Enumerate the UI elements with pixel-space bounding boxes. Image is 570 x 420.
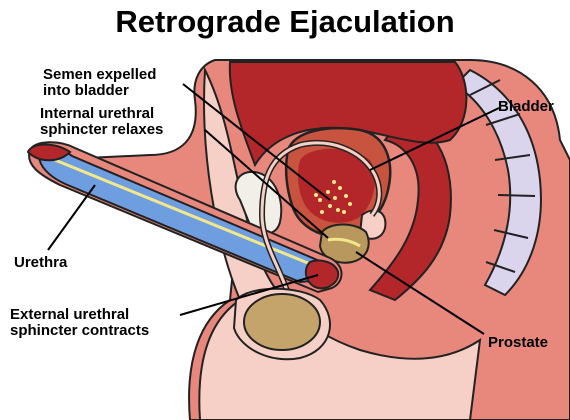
urethra-channel: [54, 158, 326, 272]
external-sphincter: [304, 259, 340, 290]
leader-lines: [47, 83, 500, 335]
vertebra-lines: [469, 79, 536, 273]
label-prostate: Prostate: [488, 334, 549, 351]
label-internal-line1: Internal urethral: [40, 105, 155, 122]
testis: [243, 293, 321, 351]
spine: [453, 68, 542, 297]
semen-spray: [314, 180, 352, 214]
label-semen-line2: into bladder: [43, 82, 129, 99]
bladder-inner: [297, 148, 376, 223]
glans: [26, 143, 72, 162]
label-urethra: Urethra: [14, 254, 68, 271]
label-external-line1: External urethral: [10, 306, 130, 323]
label-bladder: Bladder: [498, 98, 554, 115]
label-internal-line2: sphincter relaxes: [40, 121, 164, 138]
rectum: [368, 118, 452, 302]
label-external-line2: sphincter contracts: [10, 322, 150, 339]
ejaculatory-duct: [327, 237, 361, 248]
diagram-title: Retrograde Ejaculation: [115, 4, 455, 39]
label-semen-line1: Semen expelled: [43, 66, 157, 83]
